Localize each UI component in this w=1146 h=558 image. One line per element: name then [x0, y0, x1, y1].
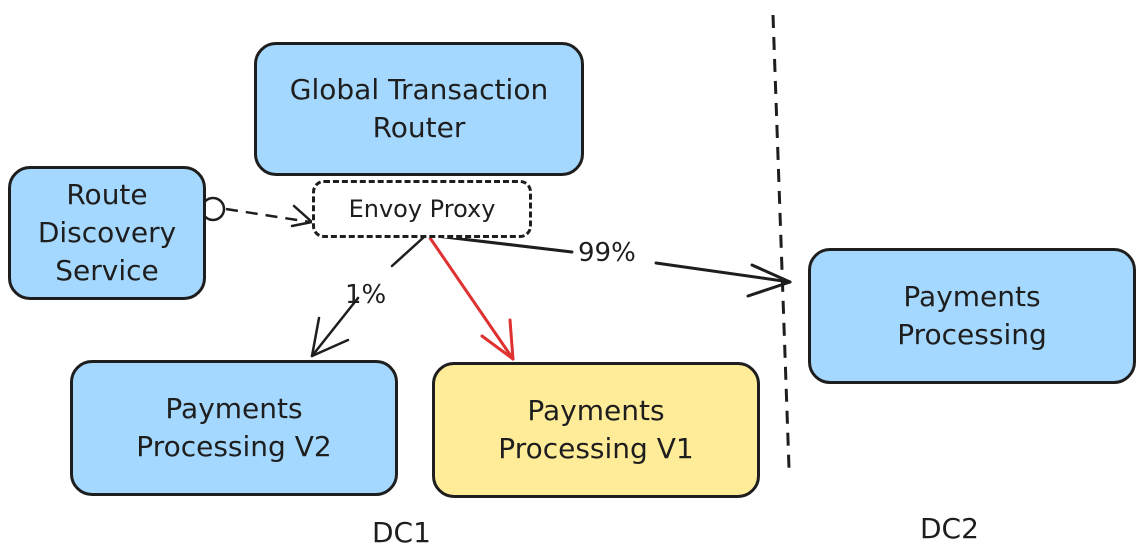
- payments-v2-line1: Payments: [165, 392, 303, 425]
- route-discovery-line2: Discovery: [37, 216, 177, 249]
- payments-processing-v1-node[interactable]: Payments Processing V1: [432, 362, 760, 498]
- global-router-line1: Global Transaction: [289, 73, 549, 106]
- route-discovery-service-node[interactable]: Route Discovery Service: [8, 166, 206, 300]
- dc2-label: DC2: [920, 512, 979, 545]
- payments-v1-line1: Payments: [527, 394, 665, 427]
- proxy-to-v1-arrow: [426, 233, 515, 361]
- dc1-label: DC1: [372, 516, 431, 549]
- edge-label-1-percent: 1%: [345, 280, 387, 310]
- payments-dc2-line1: Payments: [903, 280, 1041, 313]
- edge-label-99-percent: 99%: [578, 238, 636, 268]
- proxy-to-dc2-arrowhead: [746, 263, 792, 298]
- proxy-to-v2-arrowhead: [310, 316, 350, 358]
- envoy-proxy-node[interactable]: Envoy Proxy: [312, 180, 532, 238]
- global-transaction-router-node[interactable]: Global Transaction Router: [254, 42, 584, 176]
- discovery-to-proxy-arrow: [225, 207, 311, 224]
- payments-v1-line2: Processing V1: [498, 432, 694, 465]
- dc-divider-line: [771, 14, 791, 469]
- envoy-proxy-label: Envoy Proxy: [348, 195, 496, 223]
- global-router-line2: Router: [372, 111, 466, 144]
- route-discovery-line1: Route: [66, 178, 148, 211]
- proxy-to-v1-arrowhead: [480, 318, 515, 361]
- payments-processing-v2-node[interactable]: Payments Processing V2: [70, 360, 398, 496]
- route-discovery-line3: Service: [55, 254, 159, 287]
- payments-v2-line2: Processing V2: [136, 430, 332, 463]
- proxy-to-v2-arrow: [310, 235, 426, 358]
- payments-processing-dc2-node[interactable]: Payments Processing: [808, 248, 1136, 384]
- discovery-to-proxy-arrowhead: [290, 204, 314, 228]
- payments-dc2-line2: Processing: [897, 318, 1047, 351]
